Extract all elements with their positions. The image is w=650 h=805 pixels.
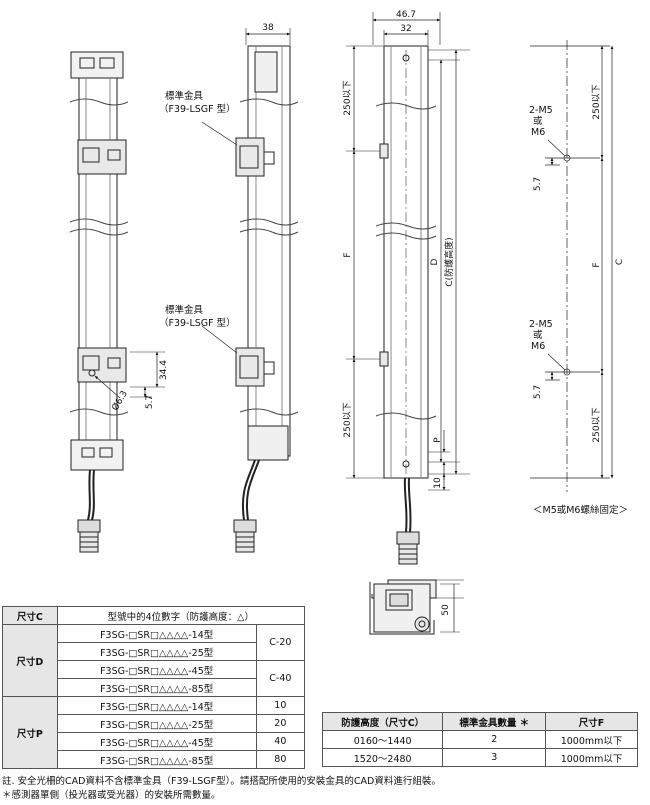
table-row: 0160～1440 2 1000mm以下 xyxy=(321,730,638,749)
table1-model-cell: F3SG-□SR□△△△△-85型 xyxy=(56,750,257,769)
dim-5-7-front: 5.7 xyxy=(145,395,155,409)
hole-label-or-top: 或 xyxy=(533,115,543,127)
table2-cell: 0160～1440 xyxy=(321,730,444,749)
dim-phi-6-3: Ø6.3 xyxy=(110,389,130,413)
table1-p-value: 40 xyxy=(255,732,306,751)
hole-label-m5-top: 2-M5 xyxy=(529,105,553,116)
table1-model-cell: F3SG-□SR□△△△△-45型 xyxy=(56,660,257,679)
table1-d-value: C-20 xyxy=(255,624,306,661)
table1-model-cell: F3SG-□SR□△△△△-85型 xyxy=(56,678,257,697)
bracket-model-top: （F39-LSGF 型） xyxy=(159,104,236,115)
dim-P: P xyxy=(433,437,443,443)
table1-header-digits: 型號中的4位數字（防護高度：△） xyxy=(56,606,306,625)
bracket-detail: 50 xyxy=(369,582,460,635)
dim-C-right: C xyxy=(615,259,625,265)
dimension-table: 尺寸C 型號中的4位數字（防護高度：△） 尺寸D F3SG-□SR□△△△△-1… xyxy=(2,606,306,769)
dim-250-bottom: 250以下 xyxy=(343,402,353,437)
bracket-label-bottom: 標準金具 xyxy=(165,305,204,316)
table1-model-cell: F3SG-□SR□△△△△-14型 xyxy=(56,624,257,643)
rear-view xyxy=(346,12,470,565)
dim-D: D xyxy=(430,258,440,265)
table1-model-cell: F3SG-□SR□△△△△-25型 xyxy=(56,642,257,661)
footnote-quantity: ＊感測器單側（投光器或受光器）的安裝所需數量。 xyxy=(2,790,221,801)
dim-250-right-bottom: 250以下 xyxy=(592,407,602,442)
dim-32: 32 xyxy=(400,24,411,34)
hole-label-or-bottom: 或 xyxy=(533,329,543,341)
table2-header-qty: 標準金具數量 ＊ xyxy=(442,712,547,731)
mounting-note: ＜M5或M6螺絲固定＞ xyxy=(533,505,628,516)
mounting-hole-view xyxy=(530,40,614,492)
bracket-quantity-table: 防護高度（尺寸C） 標準金具數量 ＊ 尺寸F 0160～1440 2 1000m… xyxy=(321,712,638,767)
table1-model-cell: F3SG-□SR□△△△△-25型 xyxy=(56,714,257,733)
bracket-model-bottom: （F39-LSGF 型） xyxy=(159,318,236,329)
dim-C-protective: C(防護高度) xyxy=(443,237,455,286)
table2-cell: 1000mm以下 xyxy=(545,730,638,749)
table-row: 1520～2480 3 1000mm以下 xyxy=(321,748,638,767)
table1-model-cell: F3SG-□SR□△△△△-45型 xyxy=(56,732,257,751)
hole-label-m5-bottom: 2-M5 xyxy=(529,319,553,330)
table2-header-f: 尺寸F xyxy=(545,712,638,731)
dim-50: 50 xyxy=(441,604,451,616)
dim-F: F xyxy=(343,252,353,257)
table1-p-value: 10 xyxy=(255,696,306,715)
dim-5-7-mount-bottom: 5.7 xyxy=(533,385,543,399)
table2-cell: 2 xyxy=(442,730,547,749)
table1-p-value: 80 xyxy=(255,750,306,769)
table2-header-height: 防護高度（尺寸C） xyxy=(321,712,444,731)
dim-38: 38 xyxy=(262,23,274,33)
dim-250-top: 250以下 xyxy=(343,80,353,115)
dim-46-7: 46.7 xyxy=(396,10,416,20)
footnote-cad: 註. 安全光柵的CAD資料不含標準金具（F39-LSGF型）。請搭配所使用的安裝… xyxy=(2,776,441,787)
hole-label-m6-bottom: M6 xyxy=(531,341,545,352)
table1-header-c: 尺寸C xyxy=(2,606,58,625)
front-view xyxy=(69,51,165,553)
dim-34-4: 34.4 xyxy=(159,360,169,380)
table1-group-d: 尺寸D xyxy=(2,624,58,697)
hole-label-m6-top: M6 xyxy=(531,127,545,138)
table2-cell: 3 xyxy=(442,748,547,767)
table1-model-cell: F3SG-□SR□△△△△-14型 xyxy=(56,696,257,715)
table1-d-value: C-40 xyxy=(255,660,306,697)
dim-250-right-top: 250以下 xyxy=(592,84,602,119)
dim-5-7-mount-top: 5.7 xyxy=(533,177,543,191)
table1-group-p: 尺寸P xyxy=(2,696,58,769)
dim-10: 10 xyxy=(433,477,443,489)
bracket-label-top: 標準金具 xyxy=(165,91,204,102)
table1-p-value: 20 xyxy=(255,714,306,733)
side-view xyxy=(201,28,299,553)
dim-F-right: F xyxy=(592,262,602,267)
table2-cell: 1520～2480 xyxy=(321,748,444,767)
table2-cell: 1000mm以下 xyxy=(545,748,638,767)
